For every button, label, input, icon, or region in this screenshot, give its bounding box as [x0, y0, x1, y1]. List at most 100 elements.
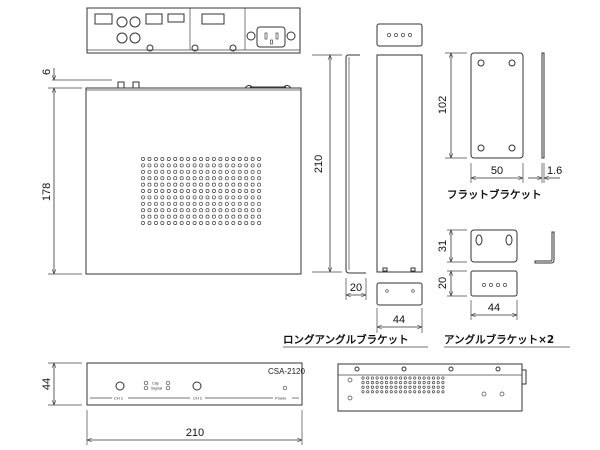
vent-hole — [199, 208, 203, 213]
vent-hole — [394, 376, 398, 380]
vent-hole — [244, 163, 249, 168]
svg-text:20: 20 — [350, 282, 362, 294]
dim-width: 210 — [186, 427, 204, 439]
vent-hole — [231, 176, 236, 181]
vent-hole — [257, 201, 262, 206]
vent-hole — [160, 163, 165, 168]
vent-hole — [179, 169, 184, 174]
vent-hole — [218, 157, 223, 161]
vent-hole — [441, 385, 445, 389]
vent-hole — [173, 221, 178, 225]
vent-hole — [153, 208, 158, 213]
dim-long-bracket-length: 210 — [313, 155, 325, 173]
vent-hole — [413, 385, 417, 389]
vent-hole — [186, 176, 191, 181]
vent-hole — [141, 214, 145, 219]
vent-hole — [192, 163, 197, 168]
vent-hole — [173, 189, 178, 193]
vent-hole — [224, 189, 229, 193]
vent-hole — [147, 189, 152, 193]
vent-hole — [380, 376, 384, 380]
vent-hole — [399, 390, 403, 394]
vent-hole — [436, 390, 440, 394]
vent-hole — [153, 157, 158, 161]
vent-hole — [166, 189, 171, 193]
vent-hole — [250, 157, 255, 161]
vent-hole — [250, 201, 255, 206]
vent-hole — [218, 176, 223, 181]
vent-hole — [192, 176, 197, 181]
vent-hole — [237, 189, 242, 193]
flat-bracket-label: フラットブラケット — [447, 188, 542, 201]
dim-angle-height: 31 — [437, 240, 449, 252]
vent-hole — [218, 189, 223, 193]
vent-hole — [173, 163, 178, 168]
input-terminal — [145, 13, 163, 25]
vent-hole — [205, 169, 210, 174]
vent-hole — [173, 176, 178, 181]
vent-hole — [244, 169, 249, 174]
vent-hole — [250, 221, 255, 225]
vent-hole — [361, 381, 365, 385]
vent-hole — [211, 221, 216, 225]
vent-hole — [186, 201, 191, 206]
vent-hole — [186, 182, 191, 187]
vent-hole — [417, 376, 421, 380]
vent-hole — [431, 390, 436, 394]
vent-hole — [417, 390, 421, 394]
vent-hole — [389, 376, 393, 380]
vent-hole — [205, 189, 210, 193]
vent-hole — [394, 381, 398, 385]
vent-hole — [237, 163, 242, 168]
vent-hole — [141, 157, 145, 161]
vent-hole — [366, 381, 370, 385]
vent-hole — [436, 385, 440, 389]
vent-hole — [224, 169, 229, 174]
vent-hole — [224, 182, 229, 187]
rear-panel-view — [86, 7, 301, 54]
vent-hole — [147, 157, 152, 161]
vent-hole — [244, 195, 249, 200]
flat-bracket: 102 50 1.6 フラットブラケット — [437, 52, 562, 201]
vent-hole — [199, 163, 203, 168]
vent-hole — [431, 381, 436, 385]
vent-hole — [422, 385, 426, 389]
vent-hole — [211, 214, 216, 219]
vent-hole — [211, 208, 216, 213]
vent-hole — [160, 214, 165, 219]
vent-hole — [147, 169, 152, 174]
vent-hole — [179, 221, 184, 225]
vent-hole — [361, 376, 365, 380]
vent-hole — [417, 381, 421, 385]
vent-hole — [231, 169, 236, 174]
vent-hole — [375, 381, 379, 385]
svg-text:50: 50 — [491, 165, 503, 177]
vent-hole — [166, 221, 171, 225]
vent-hole — [431, 376, 436, 380]
vent-hole — [361, 385, 365, 389]
vent-hole — [141, 189, 145, 193]
vent-hole — [231, 189, 236, 193]
output-terminal — [201, 13, 225, 25]
ventilation-grille — [141, 157, 262, 225]
vent-hole — [192, 221, 197, 225]
vent-hole — [244, 221, 249, 225]
vent-hole — [370, 385, 374, 389]
vent-hole — [179, 214, 184, 219]
angle-bracket: 31 20 44 アングルブラケット×2 — [437, 229, 570, 348]
vent-hole — [205, 201, 210, 206]
vent-hole — [399, 385, 403, 389]
vent-hole — [166, 163, 171, 168]
vent-hole — [231, 195, 236, 200]
vent-hole — [244, 157, 249, 161]
vent-hole — [250, 195, 255, 200]
vent-hole — [192, 157, 197, 161]
vent-hole — [160, 169, 165, 174]
vent-hole — [160, 157, 165, 161]
vent-hole — [375, 390, 379, 394]
vent-hole — [250, 182, 255, 187]
vent-hole — [224, 201, 229, 206]
vent-hole — [250, 189, 255, 193]
vent-hole — [218, 163, 223, 168]
vent-hole — [166, 182, 171, 187]
